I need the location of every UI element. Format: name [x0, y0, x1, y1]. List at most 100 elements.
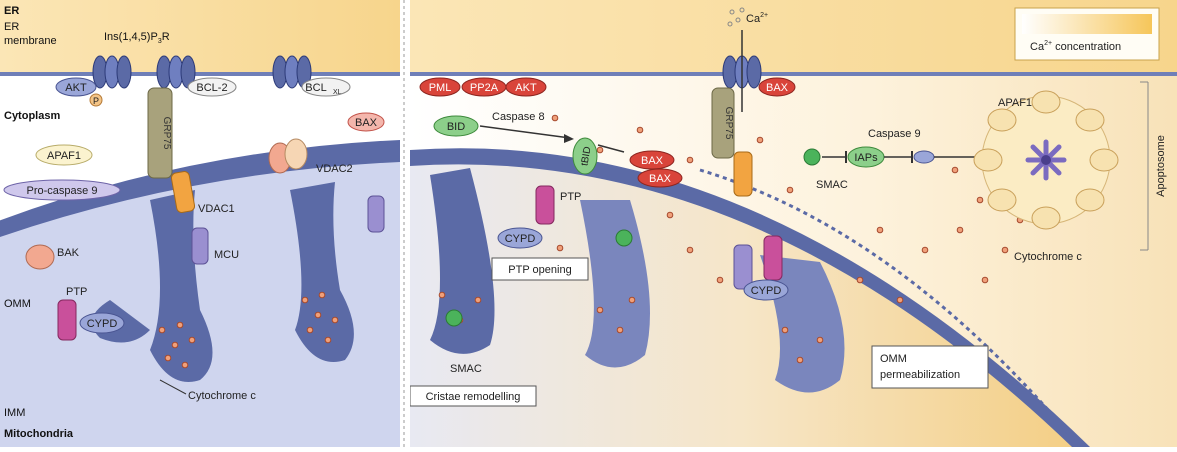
ptp-mid-label: PTP — [560, 191, 581, 203]
bax-oval-1 — [629, 150, 675, 170]
apaf1-oval — [35, 144, 93, 166]
bax-top-oval — [758, 77, 796, 97]
ptp-opening-label: PTP opening — [508, 264, 571, 276]
er-membrane-line-right — [410, 72, 1177, 76]
crista-right-2 — [580, 200, 650, 368]
tbid-arrow — [597, 144, 625, 153]
pp2a-label: PP2A — [470, 82, 499, 94]
omm-perm-label-line2: permeabilization — [880, 369, 960, 381]
caspase9-label: Caspase 9 — [868, 128, 921, 140]
bax-oval — [347, 112, 385, 132]
er-label: ER — [4, 5, 19, 17]
tbid-label: tBID — [579, 146, 593, 167]
cristae-remodelling-label: Cristae remodelling — [426, 391, 521, 403]
akt-right-label: AKT — [515, 82, 537, 94]
er-region — [0, 0, 400, 72]
vdac2-channel — [284, 138, 308, 170]
caspase8-label: Caspase 8 — [492, 111, 545, 123]
bclxl-oval — [301, 77, 351, 97]
er-membrane-label-line1: ER — [4, 21, 19, 33]
ptp-channel-right — [763, 235, 783, 281]
smac-sphere-top — [803, 148, 821, 166]
crista-1 — [150, 190, 213, 382]
imm-channel — [367, 195, 385, 233]
omm-perm-label-line1: OMM — [880, 353, 907, 365]
ptp-channel — [57, 299, 77, 341]
bax-label-2: BAX — [649, 173, 672, 185]
mitochondria-label: Mitochondria — [4, 428, 74, 440]
ins-receptor-channel — [92, 55, 132, 89]
omm-permeabilized-edge — [699, 168, 1082, 447]
apoptosome-complex — [973, 90, 1119, 230]
apaf1-label: APAF1 — [47, 150, 81, 162]
bak-label: BAK — [57, 247, 80, 259]
bid-label: BID — [447, 121, 465, 133]
cypd-oval — [79, 312, 125, 334]
grp75-tether-right — [711, 87, 735, 159]
vdac1-channel-right — [733, 151, 753, 197]
vdac1-label: VDAC1 — [198, 203, 235, 215]
cytoplasm-label: Cytoplasm — [4, 110, 60, 122]
cypd-oval-1 — [497, 227, 543, 249]
apoptosome-label: Apoptosome — [1155, 135, 1167, 197]
er-membrane-line — [0, 72, 400, 76]
cypd-oval-2 — [743, 279, 789, 301]
cypd-label-1: CYPD — [505, 233, 536, 245]
ptp-opening-callout — [491, 257, 589, 281]
ptp-channel-mid — [535, 185, 555, 225]
bcl2-oval — [187, 77, 237, 97]
ca-legend-gradient — [1022, 14, 1152, 34]
bax-label-1: BAX — [641, 155, 664, 167]
ptp-label: PTP — [66, 286, 87, 298]
pro-caspase9-oval — [3, 179, 121, 201]
bid-arrowhead — [564, 134, 574, 143]
bax-label: BAX — [355, 117, 378, 129]
cytochrome-c-pointer — [159, 379, 187, 395]
vdac1-channel — [170, 171, 196, 213]
akt-oval — [55, 77, 97, 97]
bax-oval-2 — [637, 168, 683, 188]
bax-top-label: BAX — [766, 82, 789, 94]
iaps-label: IAPs — [854, 152, 878, 164]
smac-sphere-middle — [615, 229, 633, 247]
grp75-right-label: GRP75 — [723, 107, 734, 140]
pro-caspase9-label: Pro-caspase 9 — [27, 185, 98, 197]
smac-sphere-bottom — [445, 309, 463, 327]
omm-label: OMM — [4, 298, 31, 310]
cypd-label: CYPD — [87, 318, 118, 330]
akt-right-oval — [505, 77, 547, 97]
smac-bottom-label: SMAC — [450, 363, 482, 375]
caspase9-oval — [913, 150, 935, 164]
phospho-label: P — [93, 96, 99, 106]
bclxl-sub: XL — [333, 89, 342, 96]
grp75-tether — [147, 87, 173, 179]
bcl2-channel — [156, 55, 196, 89]
ca-ions-top — [727, 7, 745, 27]
ins-receptor-label: Ins(1,4,5)P3R — [104, 31, 170, 45]
cytochrome-c-dots-right — [438, 114, 1024, 364]
ca-top-label: Ca2+ — [746, 12, 768, 25]
ca-legend-label: Ca2+ concentration — [1030, 40, 1121, 53]
bak-protein — [25, 244, 55, 270]
left-panel: GRP75 AKT P BCL-2 BCL XL BAX APAF1 Pro-c… — [0, 0, 400, 447]
cytochrome-c-label: Cytochrome c — [188, 390, 256, 402]
bclxl-label: BCL — [305, 82, 326, 94]
apaf1-right-label: APAF1 — [998, 97, 1032, 109]
pml-label: PML — [429, 82, 452, 94]
imm-label: IMM — [4, 407, 25, 419]
phospho-circle — [89, 93, 103, 107]
right-panel: Ca2+ concentration Ca2+ BAX PML PP2A AKT… — [410, 0, 1177, 447]
omm-permeabilization-callout — [871, 345, 989, 389]
pml-oval — [419, 77, 461, 97]
cypd-label-2: CYPD — [751, 285, 782, 297]
vdac2-label: VDAC2 — [316, 163, 353, 175]
er-membrane-label-line2: membrane — [4, 35, 57, 47]
grp75-label: GRP75 — [161, 117, 172, 150]
akt-label: AKT — [65, 82, 87, 94]
crista-2 — [290, 182, 354, 362]
tbid-oval — [572, 137, 598, 175]
mcu-label: MCU — [214, 249, 239, 261]
bcl2-label: BCL-2 — [196, 82, 227, 94]
